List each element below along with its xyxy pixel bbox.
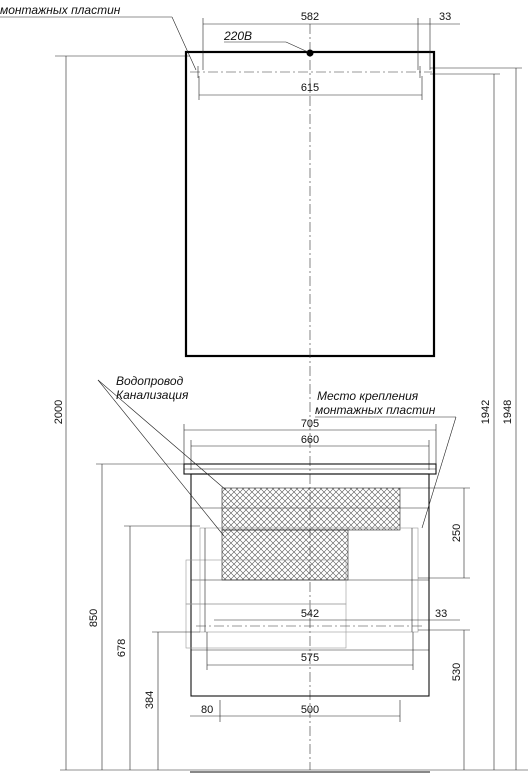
dim-678: 678 [116,639,128,657]
mirror-plates-leader-diag [171,16,197,71]
sewer-leader [97,379,225,537]
dim-575: 575 [301,652,319,664]
dim-582: 582 [301,11,319,23]
sewer-label: Канализация [116,388,189,402]
dim-660: 660 [301,434,319,446]
dim-615: 615 [301,82,319,94]
vanity-body [190,473,430,697]
water-leader [97,379,227,491]
plates-place-label-1: Место крепления [317,389,419,403]
plates-place-leader-diag [421,416,457,529]
dim-530: 530 [451,663,463,681]
socket-label: 220В [223,29,252,43]
dim-850: 850 [88,609,100,627]
dim-1948: 1948 [502,400,514,424]
dim-2000: 2000 [53,400,65,424]
socket-leader-diag [285,41,309,53]
dim-705: 705 [301,418,319,430]
ghost-back-panel [199,527,419,633]
mirror-plates-label: монтажных пластин [0,3,121,17]
socket-icon [306,49,314,57]
dim-80: 80 [201,704,213,716]
plumbing-zone-lower [221,529,349,581]
dim-500: 500 [301,704,319,716]
dim-384: 384 [144,691,156,709]
dim-33-top: 33 [439,11,451,23]
dim-542: 542 [301,608,319,620]
plumbing-zone-upper [221,487,401,531]
dim-1942: 1942 [480,400,492,424]
dim-33-bottom: 33 [435,608,447,620]
dim-250: 250 [451,524,463,542]
water-label: Водопровод [116,374,184,388]
plates-place-label-2: монтажных пластин [315,403,436,417]
